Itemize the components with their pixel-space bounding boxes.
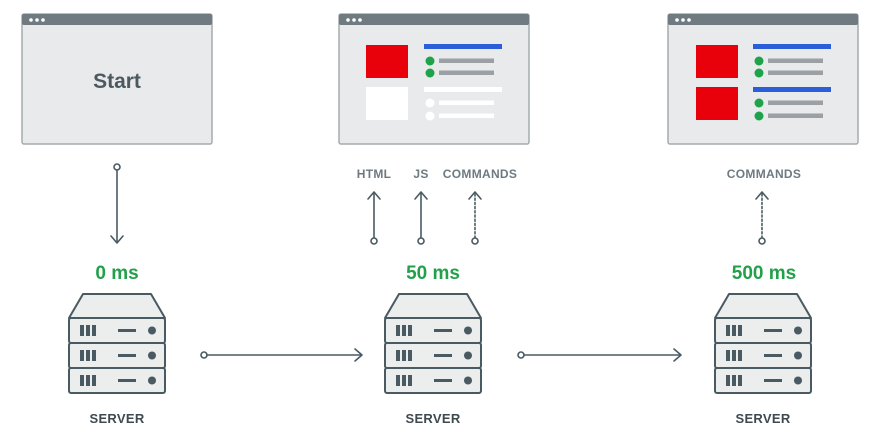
commands-arrow-up-right (755, 191, 769, 245)
start-browser-window: Start (21, 13, 213, 145)
timing-50ms: 50 ms (406, 263, 460, 284)
server-icon (385, 294, 481, 393)
request-arrow-down (110, 163, 124, 244)
rendered-image-block (696, 87, 738, 120)
rendered-heading-line (753, 44, 831, 49)
placeholder-bullet-icon (425, 111, 435, 121)
server-to-server-arrow-1 (200, 348, 363, 362)
timing-0ms: 0 ms (95, 263, 138, 284)
rendered-heading-line (424, 44, 502, 49)
server-label-1: SERVER (405, 411, 460, 426)
commands-arrow-up-middle (468, 191, 482, 245)
window-titlebar (339, 14, 529, 25)
rendered-text-line (768, 113, 823, 118)
placeholder-image-block (366, 87, 408, 120)
rendered-text-line (768, 58, 823, 63)
window-dots-icon (675, 18, 691, 22)
window-titlebar (22, 14, 212, 25)
commands-label-middle: COMMANDS (443, 167, 517, 181)
server-icon (69, 294, 165, 393)
start-label: Start (93, 70, 141, 93)
html-arrow-up (367, 191, 381, 245)
server-to-server-arrow-2 (517, 348, 682, 362)
server-label-2: SERVER (735, 411, 790, 426)
timing-500ms: 500 ms (732, 263, 796, 284)
rendered-bullet-icon (754, 68, 764, 78)
full-render-browser-window (667, 13, 859, 145)
server-icon (715, 294, 811, 393)
rendered-text-line (768, 100, 823, 105)
html-label: HTML (357, 167, 392, 181)
js-arrow-up (414, 191, 428, 245)
rendered-heading-line (753, 87, 831, 92)
window-dots-icon (346, 18, 362, 22)
window-dots-icon (29, 18, 45, 22)
rendered-bullet-icon (754, 98, 764, 108)
commands-label-right: COMMANDS (727, 167, 801, 181)
rendered-bullet-icon (754, 56, 764, 66)
placeholder-text-line (439, 100, 494, 105)
partial-render-browser-window (338, 13, 530, 145)
rendered-text-line (439, 58, 494, 63)
rendered-text-line (439, 70, 494, 75)
placeholder-text-line (439, 113, 494, 118)
placeholder-heading-line (424, 87, 502, 92)
rendered-bullet-icon (425, 68, 435, 78)
rendered-text-line (768, 70, 823, 75)
rendered-image-block (366, 45, 408, 78)
js-label: JS (413, 167, 428, 181)
placeholder-bullet-icon (425, 98, 435, 108)
rendered-image-block (696, 45, 738, 78)
rendered-bullet-icon (425, 56, 435, 66)
window-titlebar (668, 14, 858, 25)
server-label-0: SERVER (89, 411, 144, 426)
rendered-bullet-icon (754, 111, 764, 121)
